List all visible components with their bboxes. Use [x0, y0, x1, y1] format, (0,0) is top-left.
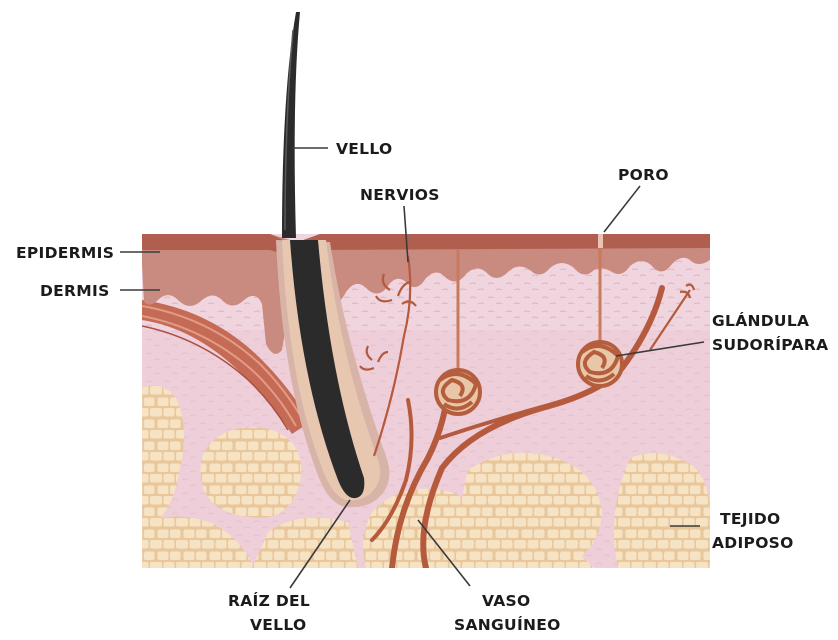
sweat-gland-left	[436, 370, 480, 414]
label-epidermis: EPIDERMIS	[16, 244, 114, 262]
label-glandula-line1: GLÁNDULA	[712, 311, 809, 330]
skin-block	[142, 232, 710, 568]
sweat-gland-right	[578, 342, 622, 386]
label-tejido-line1: TEJIDO	[720, 510, 781, 528]
label-raiz-line1: RAÍZ DEL	[228, 591, 310, 610]
label-raiz-line2: VELLO	[250, 616, 306, 634]
label-dermis: DERMIS	[40, 282, 110, 300]
label-poro: PORO	[618, 166, 669, 184]
label-glandula-line2: SUDORÍPARA	[712, 335, 828, 354]
label-vaso-line1: VASO	[482, 592, 530, 610]
label-nervios: NERVIOS	[360, 186, 440, 204]
label-tejido-line2: ADIPOSO	[712, 534, 794, 552]
label-vaso-line2: SANGUÍNEO	[454, 615, 561, 634]
label-vello: VELLO	[336, 140, 392, 158]
